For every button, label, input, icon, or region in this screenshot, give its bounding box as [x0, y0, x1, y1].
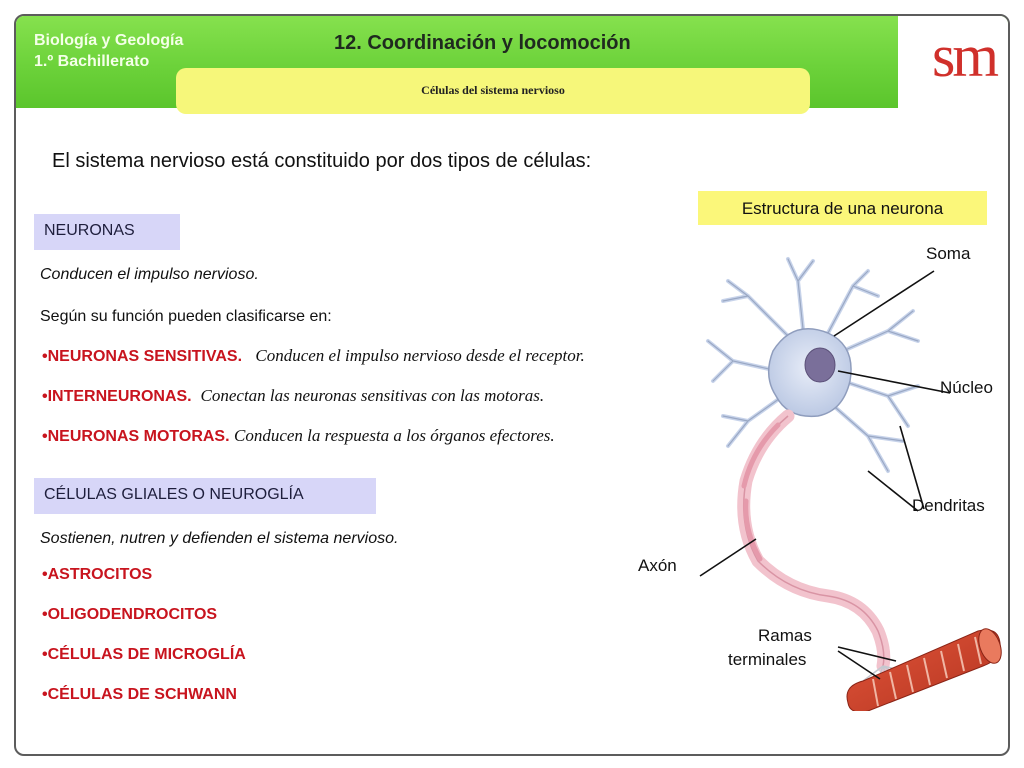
neuron-type-name: NEURONAS MOTORAS.: [47, 428, 230, 445]
bullet-dot-icon: •: [42, 388, 48, 405]
slide-frame: Biología y Geología 1.º Bachillerato 12.…: [14, 14, 1010, 756]
glial-tag: CÉLULAS GLIALES O NEUROGLÍA: [34, 478, 376, 514]
publisher-logo: sm: [898, 16, 1008, 108]
terminals-label-line2: terminales: [728, 650, 807, 669]
neuronas-tag: NEURONAS: [34, 214, 180, 250]
bullet-dot-icon: •: [42, 348, 48, 365]
course-name: 1.º Bachillerato: [34, 53, 150, 70]
neuronas-description: Conducen el impulso nervioso.: [40, 266, 259, 283]
soma-label: Soma: [926, 244, 971, 263]
leader-lines: [699, 270, 951, 680]
dendrites-label: Dendritas: [912, 496, 985, 515]
bullet-dot-icon: •: [42, 606, 48, 623]
muscle-fiber-shape: [846, 628, 1002, 711]
axon-label: Axón: [638, 556, 677, 575]
unit-title: 12. Coordinación y locomoción: [334, 32, 631, 54]
neuron-type-description: Conducen el impulso nervioso desde el re…: [255, 346, 585, 365]
section-title: Células del sistema nervioso: [176, 68, 810, 114]
terminals-label-line1: Ramas: [758, 626, 812, 645]
glial-type: CÉLULAS DE SCHWANN: [47, 686, 237, 703]
classification-text: Según su función pueden clasificarse en:: [40, 308, 332, 325]
neuron-diagram: [699, 257, 1002, 711]
nucleus-shape: [804, 347, 836, 383]
list-item: •OLIGODENDROCITOS: [42, 606, 217, 624]
subject-name: Biología y Geología: [34, 32, 184, 49]
intro-text: El sistema nervioso está constituido por…: [52, 150, 592, 172]
neuron-type-description: Conectan las neuronas sensitivas con las…: [200, 386, 545, 405]
nucleus-label: Núcleo: [940, 378, 993, 397]
list-item: •NEURONAS MOTORAS. Conducen la respuesta…: [42, 426, 555, 446]
bullet-dot-icon: •: [42, 646, 48, 663]
bullet-dot-icon: •: [42, 566, 48, 583]
logo-text: sm: [931, 23, 999, 89]
diagram-title: Estructura de una neurona: [698, 191, 987, 225]
list-item: •CÉLULAS DE MICROGLÍA: [42, 646, 246, 664]
list-item: •NEURONAS SENSITIVAS. Conducen el impuls…: [42, 346, 585, 366]
glial-type: CÉLULAS DE MICROGLÍA: [47, 646, 246, 663]
neuron-type-description: Conducen la respuesta a los órganos efec…: [234, 426, 555, 445]
list-item: •ASTROCITOS: [42, 566, 152, 584]
subject-label: Biología y Geología 1.º Bachillerato: [34, 30, 183, 72]
list-item: •INTERNEURONAS. Conectan las neuronas se…: [42, 386, 544, 406]
neuron-type-name: NEURONAS SENSITIVAS.: [47, 348, 243, 365]
bullet-dot-icon: •: [42, 686, 48, 703]
glial-description: Sostienen, nutren y defienden el sistema…: [40, 530, 399, 547]
list-item: •CÉLULAS DE SCHWANN: [42, 686, 237, 704]
neuron-type-name: INTERNEURONAS.: [47, 388, 192, 405]
glial-type: OLIGODENDROCITOS: [47, 606, 218, 623]
bullet-dot-icon: •: [42, 428, 48, 445]
glial-type: ASTROCITOS: [47, 566, 153, 583]
